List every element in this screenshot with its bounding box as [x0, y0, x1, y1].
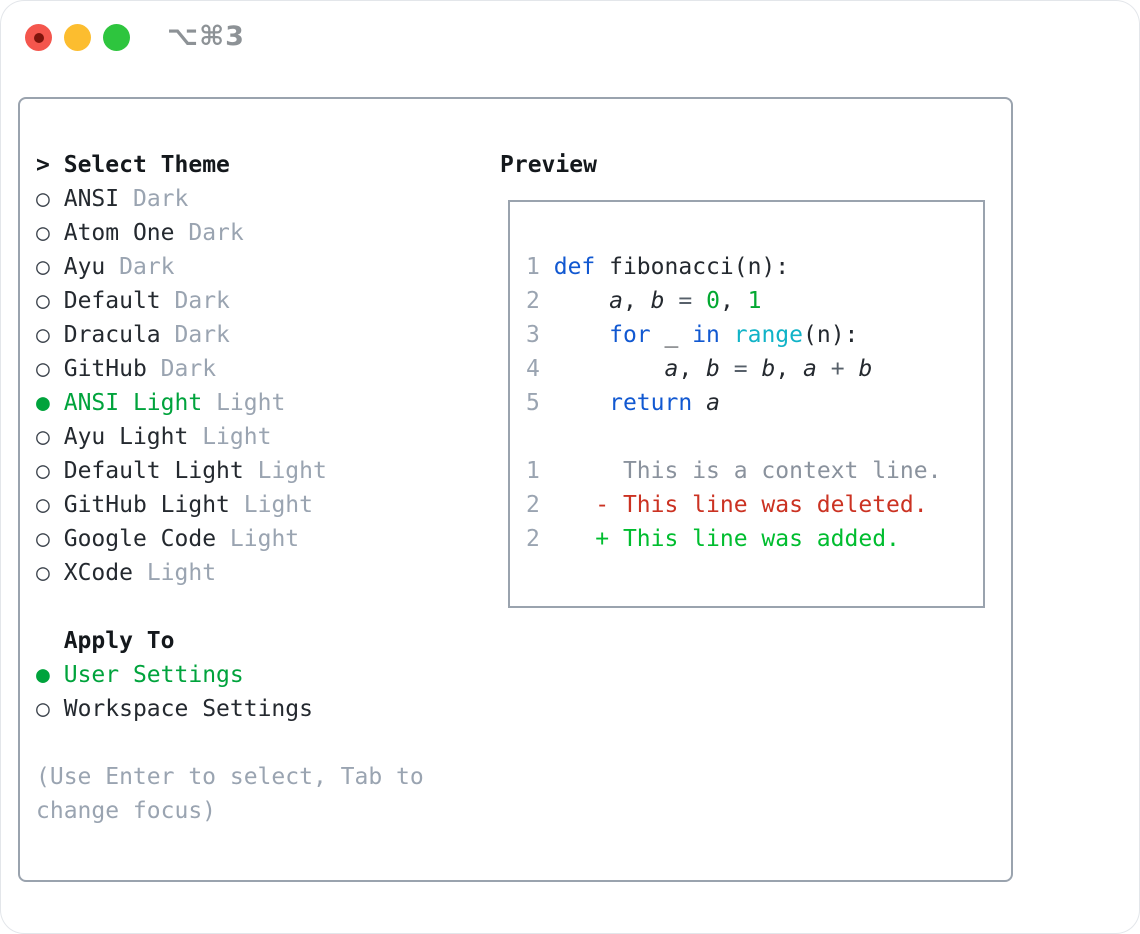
- theme-variant: Dark: [174, 322, 230, 348]
- theme-variant: Light: [243, 492, 313, 518]
- theme-name: Ayu Light: [63, 424, 189, 450]
- theme-variant: Dark: [119, 254, 175, 280]
- preview-header: Preview: [500, 152, 597, 178]
- code-line: 3 for _ in range(n):: [526, 322, 859, 348]
- apply-option-label: Workspace Settings: [63, 696, 313, 722]
- radio-unselected-icon: ○: [36, 424, 50, 450]
- code-line: 1 def fibonacci(n):: [526, 254, 790, 280]
- theme-option-ayu[interactable]: ○ Ayu Dark: [36, 250, 424, 284]
- theme-list: ○ ANSI Dark○ Atom One Dark○ Ayu Dark○ De…: [36, 182, 424, 590]
- radio-unselected-icon: ○: [36, 220, 50, 246]
- theme-variant: Dark: [174, 288, 230, 314]
- apply-option-user-settings[interactable]: ● User Settings: [36, 658, 424, 692]
- radio-unselected-icon: ○: [36, 288, 50, 314]
- select-theme-header-label: Select Theme: [63, 152, 230, 178]
- theme-option-github[interactable]: ○ GitHub Dark: [36, 352, 424, 386]
- apply-option-workspace-settings[interactable]: ○ Workspace Settings: [36, 692, 424, 726]
- spacer-row: [36, 726, 424, 760]
- theme-variant: Dark: [160, 356, 217, 382]
- theme-option-github-light[interactable]: ○ GitHub Light Light: [36, 488, 424, 522]
- radio-unselected-icon: ○: [36, 696, 50, 722]
- theme-name: Google Code: [63, 526, 217, 552]
- code-line: 2 + This line was added.: [526, 526, 900, 552]
- theme-name: ANSI: [63, 186, 120, 212]
- theme-option-ansi-light[interactable]: ● ANSI Light Light: [36, 386, 424, 420]
- close-button[interactable]: [25, 24, 52, 51]
- code-line: 4 a, b = b, a + b: [526, 356, 873, 382]
- traffic-lights: [25, 24, 130, 51]
- code-line: 2 - This line was deleted.: [526, 492, 928, 518]
- theme-variant: Light: [202, 424, 272, 450]
- radio-unselected-icon: ○: [36, 458, 50, 484]
- help-text-line-1: (Use Enter to select, Tab to: [36, 764, 424, 790]
- code-line: [526, 420, 941, 454]
- radio-unselected-icon: ○: [36, 492, 50, 518]
- preview-code: 1 def fibonacci(n): 2 a, b = 0, 1 3 for _ …: [526, 250, 941, 556]
- theme-variant: Light: [229, 526, 300, 552]
- apply-option-label: User Settings: [63, 662, 244, 688]
- theme-selector-column: > Select Theme ○ ANSI Dark○ Atom One Dar…: [36, 148, 424, 828]
- theme-name: Atom One: [63, 220, 175, 246]
- radio-unselected-icon: ○: [36, 186, 50, 212]
- theme-option-ansi[interactable]: ○ ANSI Dark: [36, 182, 424, 216]
- theme-name: ANSI Light: [63, 390, 203, 416]
- theme-option-atom-one[interactable]: ○ Atom One Dark: [36, 216, 424, 250]
- apply-to-header: Apply To: [36, 624, 424, 658]
- theme-name: GitHub Light: [63, 492, 230, 518]
- close-dot-icon: [33, 32, 44, 43]
- zoom-button[interactable]: [103, 24, 130, 51]
- code-line: 5 return a: [526, 390, 720, 416]
- radio-unselected-icon: ○: [36, 322, 50, 348]
- minimize-button[interactable]: [64, 24, 91, 51]
- theme-option-default[interactable]: ○ Default Dark: [36, 284, 424, 318]
- theme-name: Dracula: [63, 322, 161, 348]
- theme-option-default-light[interactable]: ○ Default Light Light: [36, 454, 424, 488]
- window-title: ⌥⌘3: [167, 21, 245, 52]
- preview-pane: [508, 200, 985, 608]
- theme-name: Default: [63, 288, 161, 314]
- apply-to-header-label: Apply To: [63, 628, 175, 654]
- theme-variant: Light: [216, 390, 286, 416]
- theme-variant: Light: [257, 458, 327, 484]
- theme-option-ayu-light[interactable]: ○ Ayu Light Light: [36, 420, 424, 454]
- spacer-row: [36, 590, 424, 624]
- theme-name: GitHub: [63, 356, 147, 382]
- help-text-line-2: change focus): [36, 798, 217, 824]
- prompt-icon: >: [36, 152, 50, 178]
- theme-variant: Dark: [132, 186, 189, 212]
- radio-selected-icon: ●: [36, 390, 50, 416]
- code-line: 1 This is a context line.: [526, 458, 942, 484]
- theme-option-xcode[interactable]: ○ XCode Light: [36, 556, 424, 590]
- theme-option-google-code[interactable]: ○ Google Code Light: [36, 522, 424, 556]
- select-theme-header: > Select Theme: [36, 148, 424, 182]
- radio-selected-icon: ●: [36, 662, 50, 688]
- theme-name: Default Light: [63, 458, 244, 484]
- radio-unselected-icon: ○: [36, 560, 50, 586]
- theme-name: XCode: [63, 560, 133, 586]
- radio-unselected-icon: ○: [36, 254, 50, 280]
- code-line: 2 a, b = 0, 1: [526, 288, 762, 314]
- radio-unselected-icon: ○: [36, 526, 50, 552]
- theme-option-dracula[interactable]: ○ Dracula Dark: [36, 318, 424, 352]
- theme-variant: Light: [146, 560, 217, 586]
- radio-unselected-icon: ○: [36, 356, 50, 382]
- theme-name: Ayu: [63, 254, 106, 280]
- theme-variant: Dark: [188, 220, 244, 246]
